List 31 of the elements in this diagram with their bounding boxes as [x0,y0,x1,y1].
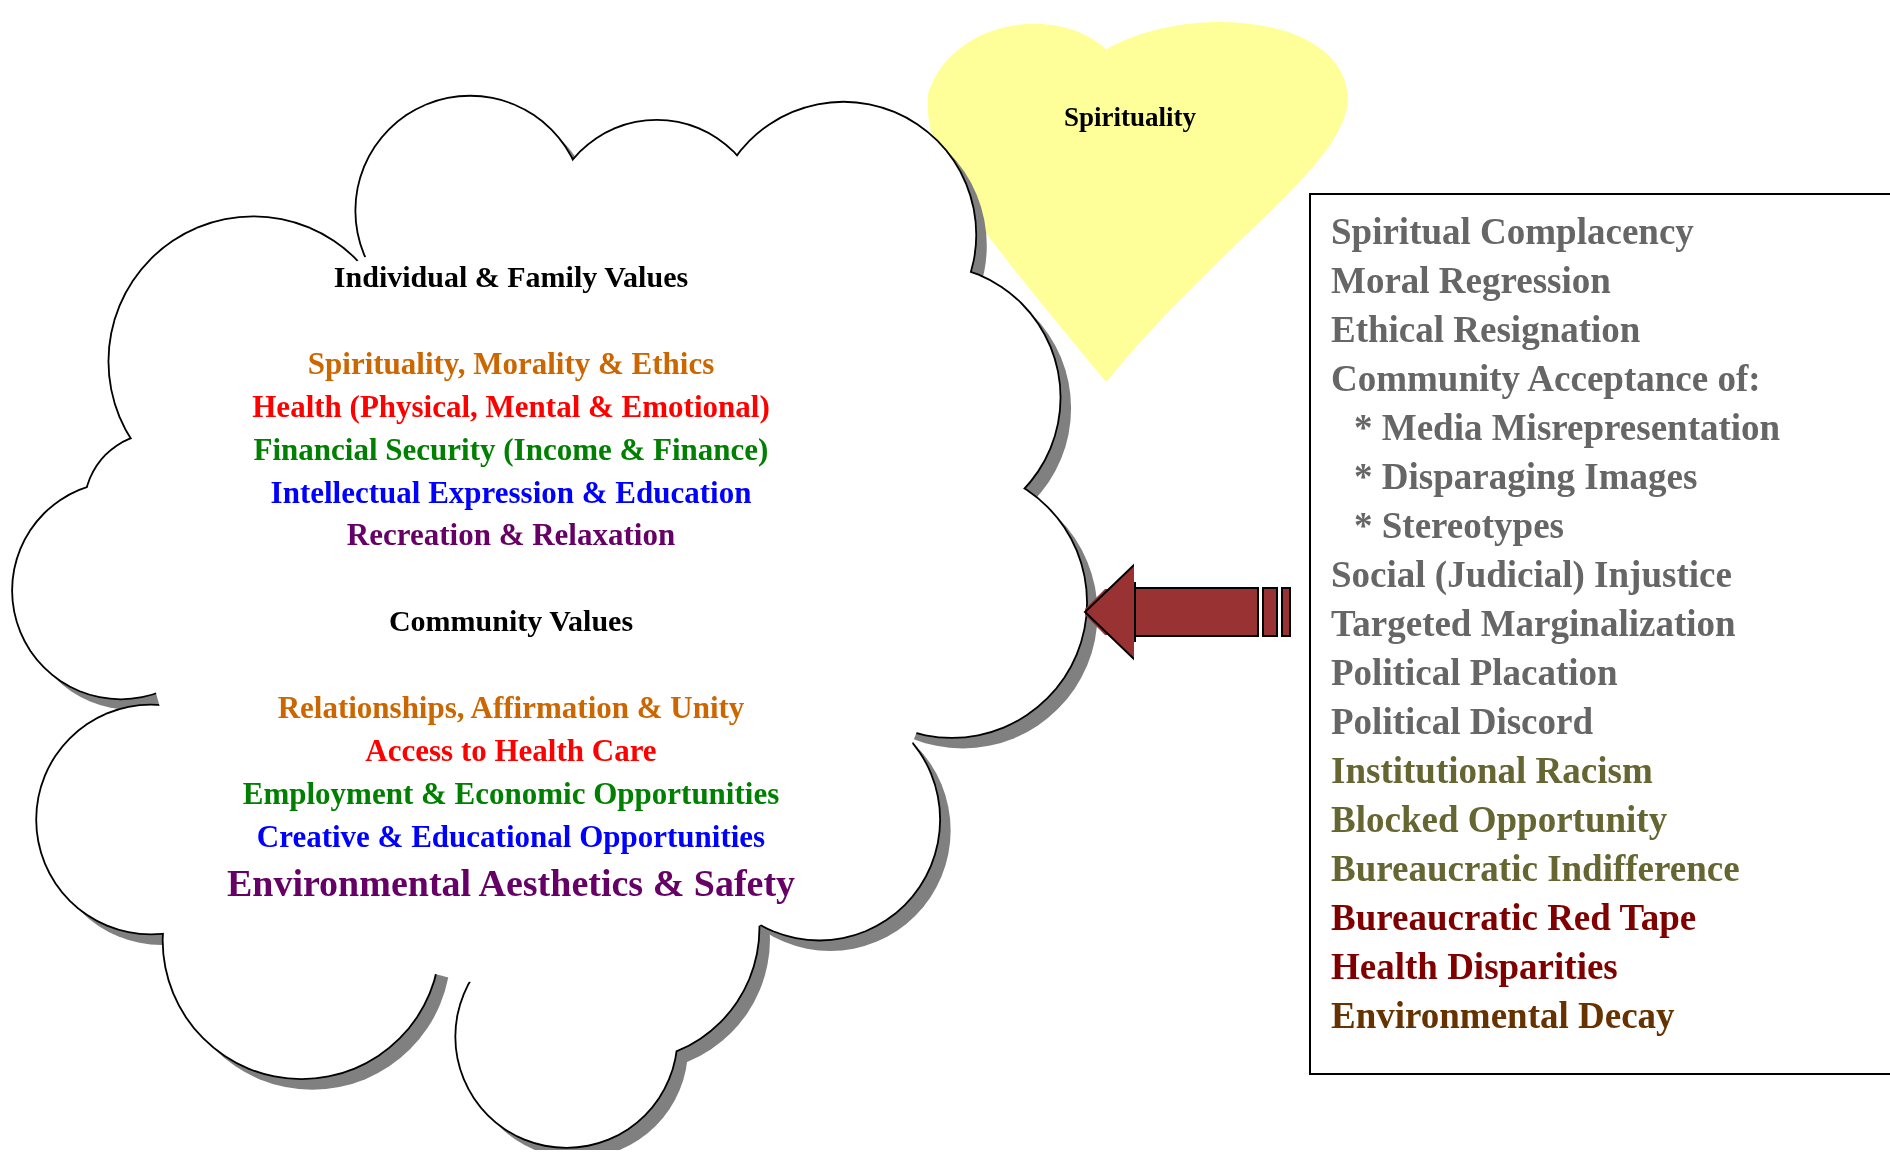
list-box [1309,193,1890,1075]
issue-item: Moral Regression [1331,259,1611,303]
issue-item: Social (Judicial) Injustice [1331,553,1732,597]
value-item: Access to Health Care [365,735,657,766]
issue-item: Institutional Racism [1331,749,1653,793]
value-item: Financial Security (Income & Finance) [253,434,769,465]
issue-item: * Disparaging Images [1354,455,1698,499]
issue-item: Political Placation [1331,651,1618,695]
cloud-heading: Individual & Family Values [333,262,689,292]
value-item: Intellectual Expression & Education [270,477,752,508]
issue-item: Environmental Decay [1331,994,1675,1038]
issue-item: Blocked Opportunity [1331,798,1668,842]
value-item: Environmental Aesthetics & Safety [226,864,796,902]
issue-item: Bureaucratic Red Tape [1331,896,1697,940]
issue-item: Spiritual Complacency [1331,210,1694,254]
value-item: Creative & Educational Opportunities [256,821,766,852]
cloud-heading: Community Values [388,606,634,636]
value-item: Health (Physical, Mental & Emotional) [252,391,770,422]
value-item: Employment & Economic Opportunities [242,778,780,809]
issue-item: Targeted Marginalization [1331,602,1736,646]
issue-item: Ethical Resignation [1331,308,1641,352]
issue-item: Community Acceptance of: [1331,357,1761,401]
issue-item: * Stereotypes [1354,504,1564,548]
issue-item: Health Disparities [1331,945,1618,989]
value-item: Spirituality, Morality & Ethics [307,348,715,379]
value-item: Recreation & Relaxation [346,519,676,550]
issue-item: * Media Misrepresentation [1354,406,1781,450]
issue-item: Bureaucratic Indifference [1331,847,1740,891]
heart-label: Spirituality [1064,104,1196,131]
value-item: Relationships, Affirmation & Unity [277,692,745,723]
issue-item: Political Discord [1331,700,1594,744]
